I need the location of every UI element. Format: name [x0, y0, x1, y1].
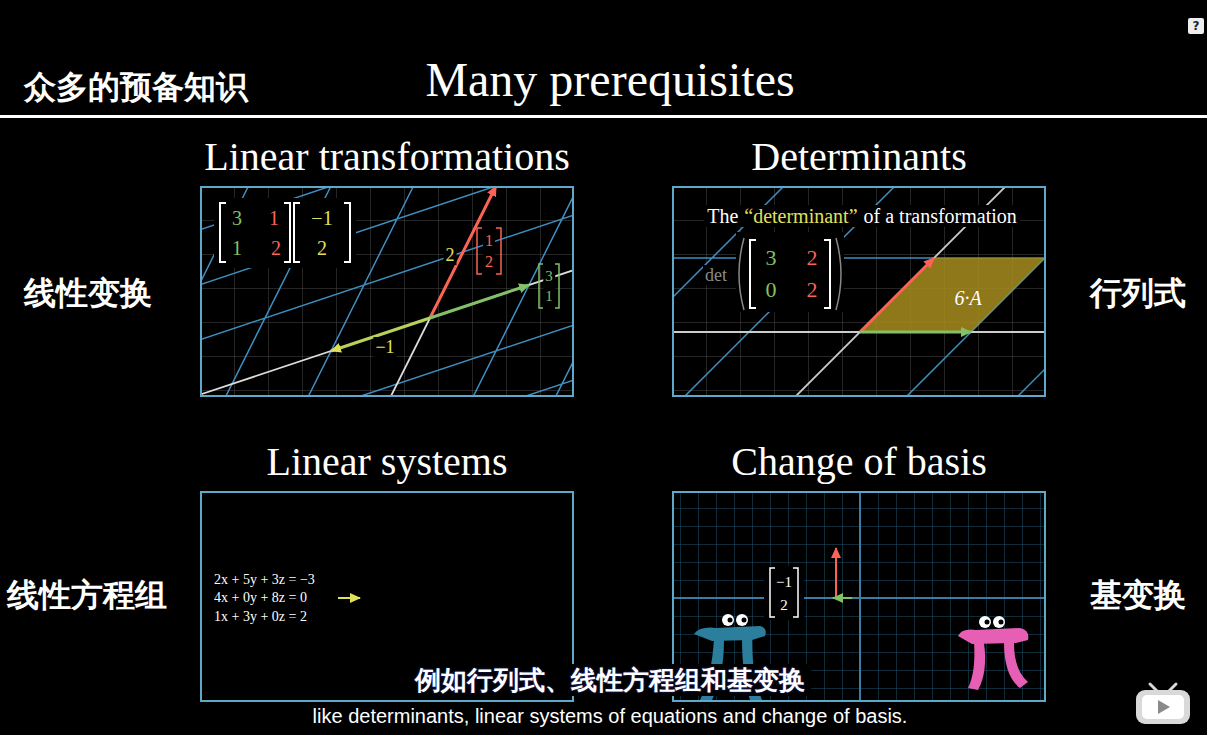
- area-label: 6·A: [952, 287, 983, 309]
- vector-entry: 2: [483, 253, 495, 271]
- pi-creature: [958, 616, 1028, 690]
- panel-heading: Change of basis: [731, 440, 987, 484]
- caption-text: “determinant”: [744, 206, 857, 226]
- vector-entry: 1: [483, 232, 495, 250]
- grid: [200, 186, 574, 397]
- axis-line: [200, 186, 574, 397]
- panel-heading: Linear transformations: [204, 135, 569, 179]
- vector-entry: −1: [774, 574, 794, 591]
- subtitle: like determinants, linear systems of equ…: [311, 705, 910, 727]
- grid: [672, 186, 1046, 397]
- equation: 2x + 5y + 3z = −3: [212, 572, 317, 588]
- title: Many prerequisites: [425, 54, 794, 107]
- vector-arrow: [430, 285, 529, 318]
- side-label: 线性方程组: [5, 578, 169, 612]
- vector-entry: 2: [778, 597, 790, 614]
- grid-line: [200, 186, 574, 397]
- text-row: The “determinant” of a transformation: [704, 205, 1020, 227]
- matrix-entry: 1: [267, 207, 281, 229]
- vector-bracket: [477, 228, 501, 274]
- vector-entry: 2: [315, 237, 329, 259]
- matrix-entry: 1: [230, 237, 244, 259]
- area-parallelogram: [860, 258, 1045, 332]
- transformation-plot: [200, 186, 574, 397]
- caption-text: The: [707, 206, 738, 226]
- panel-heading: Linear systems: [266, 440, 507, 484]
- chinese-heading: 众多的预备知识: [22, 70, 250, 104]
- grid-line: [672, 186, 1046, 397]
- arrow: [338, 597, 360, 599]
- panel-heading: Determinants: [751, 135, 967, 179]
- scalar-label: −1: [373, 337, 396, 357]
- vector-entry: 1: [543, 288, 555, 305]
- basis-arrow: [835, 548, 837, 598]
- panel: Linear transformations: [200, 186, 574, 397]
- matrix-entry: 2: [269, 237, 283, 259]
- scalar-label: 2: [444, 245, 457, 265]
- basis-arrow: [833, 597, 852, 599]
- header-rule: [0, 115, 1207, 118]
- matrix-bracket: [750, 240, 830, 308]
- matrix-entry: 0: [764, 278, 779, 302]
- axis-line: [672, 186, 1046, 397]
- side-label: 线性变换: [22, 276, 154, 310]
- matrix-entry: 2: [805, 246, 820, 270]
- function-name: det: [703, 265, 729, 285]
- help-icon: [1188, 18, 1204, 34]
- matrix-backdrop: [736, 232, 844, 312]
- equation: 1x + 3y + 0z = 2: [212, 609, 309, 625]
- subtitle: 例如行列式、线性方程组和基变换: [409, 664, 811, 696]
- vector-backdrop: [764, 566, 804, 620]
- vector-bracket: [770, 568, 798, 617]
- matrix-entry: 2: [805, 278, 820, 302]
- help-icon-text: ?: [1191, 19, 1202, 33]
- vector-arrow: [860, 331, 971, 334]
- parenthesis: [739, 238, 841, 310]
- matrix-bracket: [220, 203, 350, 262]
- vector-arrow: [860, 258, 934, 332]
- player-logo: [1136, 684, 1190, 724]
- determinant-plot: [672, 186, 1046, 397]
- caption-text: of a transformation: [864, 206, 1017, 226]
- matrix-entry: 3: [230, 207, 244, 229]
- vector-entry: 3: [543, 268, 555, 285]
- vector-entry: −1: [309, 207, 334, 229]
- matrix-entry: 3: [764, 246, 779, 270]
- matrix-backdrop: [214, 198, 356, 268]
- vector-bracket: [539, 264, 559, 308]
- side-label: 基变换: [1088, 578, 1188, 612]
- side-label: 行列式: [1088, 276, 1188, 310]
- equation: 4x + 0y + 8z = 0: [212, 590, 309, 606]
